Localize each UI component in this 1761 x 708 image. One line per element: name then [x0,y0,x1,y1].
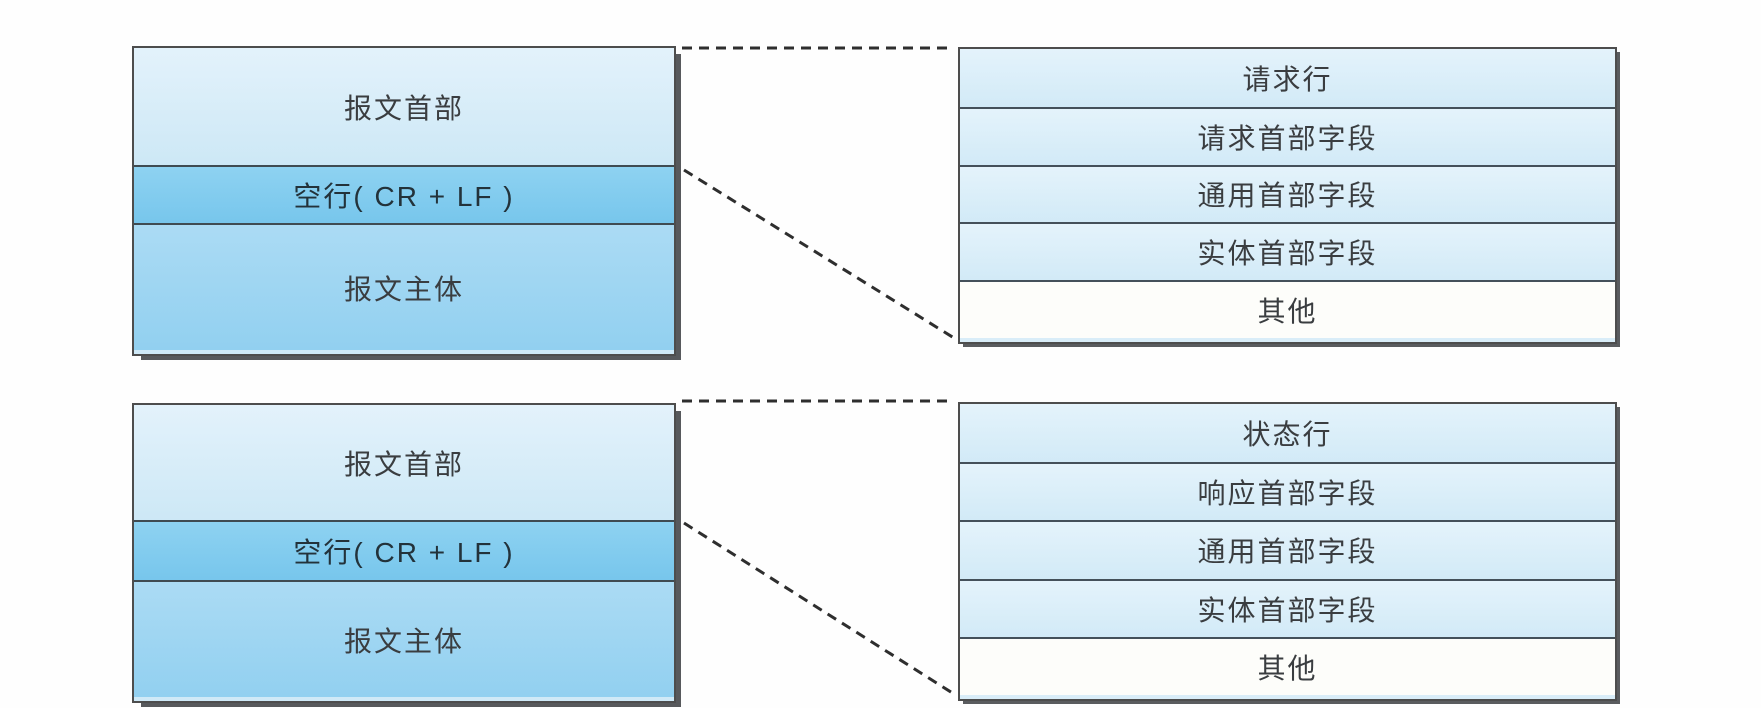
response-header-fields-label: 响应首部字段 [1197,478,1378,510]
response-message-header-label: 报文首部 [343,448,464,480]
response-message-box: 报文首部 空行( CR + LF ) 报文主体 [132,403,676,703]
response-message-body-label: 报文主体 [343,625,464,657]
request-general-header-fields-label: 通用首部字段 [1197,180,1378,212]
request-line-label: 请求行 [1242,63,1333,95]
response-general-header-fields-label: 通用首部字段 [1197,536,1378,568]
request-entity-header-fields-label: 实体首部字段 [1197,238,1378,270]
response-message-body-row: 报文主体 [134,580,674,697]
response-header-fields-row: 响应首部字段 [960,462,1615,521]
connector-top-diagonal-line [683,168,955,340]
request-entity-header-fields-row: 实体首部字段 [960,222,1615,281]
request-blank-line-label: 空行( CR + LF ) [293,181,515,212]
response-other-label: 其他 [1257,652,1318,684]
response-blank-line-row: 空行( CR + LF ) [134,520,674,580]
request-other-row: 其他 [960,280,1615,338]
request-message-header-row: 报文首部 [134,48,674,165]
response-blank-line-label: 空行( CR + LF ) [293,537,515,568]
request-header-detail-box: 请求行 请求首部字段 通用首部字段 实体首部字段 其他 [958,47,1617,344]
request-message-body-label: 报文主体 [343,273,464,305]
response-entity-header-fields-row: 实体首部字段 [960,578,1615,637]
request-other-label: 其他 [1257,296,1318,328]
request-message-box: 报文首部 空行( CR + LF ) 报文主体 [132,46,676,356]
request-header-fields-row: 请求首部字段 [960,106,1615,165]
connector-bottom-diagonal-line [683,521,955,696]
response-message-header-row: 报文首部 [134,405,674,520]
status-line-label: 状态行 [1242,419,1333,451]
response-entity-header-fields-label: 实体首部字段 [1197,594,1378,626]
response-other-row: 其他 [960,636,1615,695]
request-message-header-label: 报文首部 [343,92,464,124]
response-general-header-fields-row: 通用首部字段 [960,520,1615,579]
response-header-detail-box: 状态行 响应首部字段 通用首部字段 实体首部字段 其他 [958,402,1617,701]
request-blank-line-row: 空行( CR + LF ) [134,165,674,223]
request-line-row: 请求行 [960,49,1615,107]
request-general-header-fields-row: 通用首部字段 [960,164,1615,223]
request-message-body-row: 报文主体 [134,223,674,350]
request-header-fields-label: 请求首部字段 [1197,122,1378,154]
status-line-row: 状态行 [960,404,1615,463]
